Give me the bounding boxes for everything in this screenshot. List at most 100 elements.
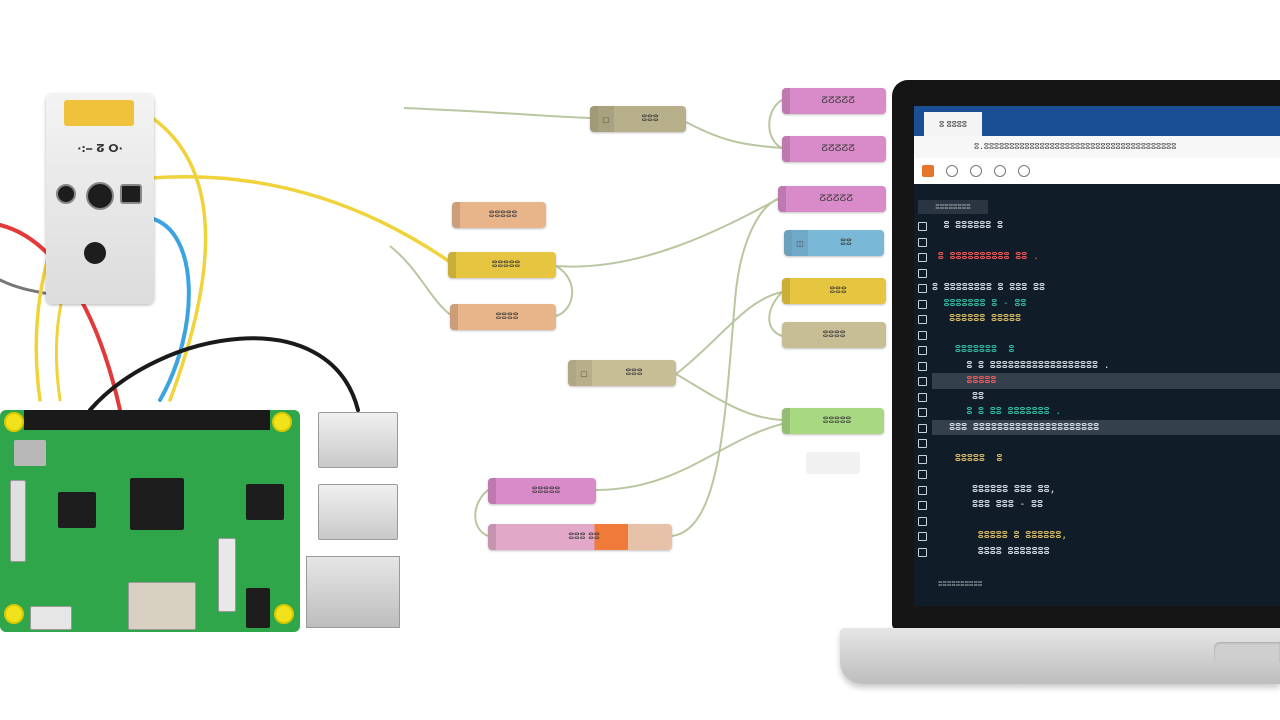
reload-icon[interactable] xyxy=(994,165,1006,177)
raspberry-pi-board xyxy=(0,410,300,632)
address-bar[interactable]: ⵓ.ⵓⵓⵓⵓⵓⵓⵓⵓⵓⵓⵓⵓⵓⵓⵓⵓⵓⵓⵓⵓⵓⵓⵓⵓⵓⵓⵓⵓⵓⵓⵓⵓⵓⵓⵓⵓⵓⵓ xyxy=(914,136,1280,158)
gutter-marker xyxy=(918,423,927,433)
gutter-marker xyxy=(918,268,927,278)
gutter-marker xyxy=(918,408,927,417)
code-line: ⵓⵓⵓⵓⵓⵓⵓ ⵓ xyxy=(932,344,1015,355)
flow-link xyxy=(555,265,574,317)
gutter-marker xyxy=(918,547,927,557)
code-line xyxy=(932,513,1280,529)
sensor-element xyxy=(84,242,106,264)
mount-hole xyxy=(272,412,292,432)
node-label: ⵒⵒⵒⵒⵒ xyxy=(821,144,855,154)
node-port xyxy=(448,252,456,278)
node-label: ⵓⵓⵓⵓⵓ xyxy=(488,210,518,220)
forward-icon[interactable] xyxy=(970,165,982,177)
code-line: ⵓⵓⵓⵓⵓ ⵓ xyxy=(932,452,1003,464)
gutter-marker xyxy=(918,516,927,526)
mount-hole xyxy=(4,412,24,432)
audio-jack xyxy=(246,588,270,628)
sensor-label: ·:ⵧ ⵒ ⵔ· xyxy=(77,142,123,155)
code-line: ⵓⵓⵓⵓⵓⵓ ⵓⵓⵓⵓⵓ xyxy=(932,313,1022,324)
home-icon[interactable] xyxy=(1018,165,1030,177)
editor-status-bar: ⵓⵓⵓⵓⵓⵓⵓⵓⵓⵓ xyxy=(938,580,983,588)
hdmi-port xyxy=(128,582,196,630)
code-line: ⵓⵓ xyxy=(932,390,985,402)
flow-node-top-input[interactable]: ▢ ⵓⵓⵓ xyxy=(590,106,686,132)
flow-node-pink-orange[interactable]: ⵓⵓⵓ ⵓⵓ xyxy=(488,524,672,550)
node-label: ⵒⵒⵒⵒⵒ xyxy=(821,96,855,106)
gutter-marker xyxy=(918,485,927,495)
flow-link xyxy=(768,291,783,337)
flow-node-pink-1[interactable]: ⵒⵒⵒⵒⵒ xyxy=(782,88,886,114)
code-line: ⵓ ⵓ ⵓⵓ ⵓⵓⵓⵓⵓⵓⵓ . xyxy=(932,406,1062,417)
node-label: ⵓⵓⵓⵓⵓ xyxy=(491,260,521,270)
sensor-connector xyxy=(56,184,76,204)
flow-node-mid[interactable]: ▢ ⵓⵓⵓ xyxy=(568,360,676,386)
code-editor[interactable]: ⵓ ⵓⵓⵓⵓⵓⵓ ⵓ ⵓ ⵓⵓⵓⵓⵓⵓⵓⵓⵓⵓ ⵓⵓ .ⵓ ⵓⵓⵓⵓⵓⵓⵓⵓ ⵓ… xyxy=(932,218,1280,559)
node-icon: ◫ xyxy=(792,230,808,256)
flow-link xyxy=(403,107,591,119)
gutter-marker xyxy=(918,299,927,309)
sensor-connector xyxy=(120,184,142,204)
power-connector xyxy=(10,480,26,562)
node-port xyxy=(590,106,598,132)
code-line: ⵓⵓⵓⵓⵓ xyxy=(932,373,1280,389)
gutter-marker xyxy=(918,470,927,479)
node-port xyxy=(452,202,460,228)
code-line: ⵓ ⵓⵓⵓⵓⵓⵓ ⵓ xyxy=(932,220,1003,231)
node-port xyxy=(568,360,576,386)
laptop-screen: ⵓ ⵓⵓⵓⵓ ⵓ.ⵓⵓⵓⵓⵓⵓⵓⵓⵓⵓⵓⵓⵓⵓⵓⵓⵓⵓⵓⵓⵓⵓⵓⵓⵓⵓⵓⵓⵓⵓⵓ… xyxy=(914,106,1280,606)
flow-link xyxy=(671,197,781,537)
yellow-wire-2 xyxy=(148,174,452,264)
memory-chip xyxy=(58,492,96,528)
browser-toolbar xyxy=(914,158,1280,184)
flow-link xyxy=(474,489,489,537)
app-icon[interactable] xyxy=(922,165,934,177)
code-line: ⵓⵓⵓⵓⵓⵓ ⵓⵓⵓ ⵓⵓ, xyxy=(932,483,1056,495)
gutter-marker xyxy=(918,284,927,293)
flow-link xyxy=(768,99,783,149)
ethernet-port xyxy=(306,556,400,628)
code-line: ⵓ ⵓ ⵓⵓⵓⵓⵓⵓⵓⵓⵓⵓⵓⵓⵓⵓⵓⵓⵓⵓ . xyxy=(932,359,1110,371)
flow-links xyxy=(389,99,783,537)
gutter-marker xyxy=(918,501,927,510)
flow-link xyxy=(685,121,783,149)
flow-node-pink-2[interactable]: ⵒⵒⵒⵒⵒ xyxy=(782,136,886,162)
flow-node-orange-2[interactable]: ⵓⵓⵓⵓ xyxy=(450,304,556,330)
editor-gutter xyxy=(914,218,930,588)
flow-node-orange[interactable]: ⵓⵓⵓⵓⵓ xyxy=(452,202,546,228)
node-port xyxy=(784,230,792,256)
display-connector xyxy=(14,440,46,466)
code-line xyxy=(932,234,1280,250)
editor-tab[interactable]: ⵓⵓⵓⵓⵓⵓⵓⵓ xyxy=(918,200,988,214)
node-label: ⵓⵓⵓ xyxy=(829,286,847,296)
usb-controller-chip xyxy=(246,484,284,520)
flow-node-pink-3[interactable]: ⵒⵒⵒⵒⵒ xyxy=(778,186,886,212)
node-label: ⵓⵓ xyxy=(840,238,852,248)
flow-node-green[interactable]: ⵓⵓⵓⵓⵓ xyxy=(782,408,884,434)
code-line xyxy=(932,327,1280,343)
gutter-marker xyxy=(918,330,927,340)
laptop-trackpad-notch xyxy=(1214,642,1280,662)
flow-node-yellow-right[interactable]: ⵓⵓⵓ xyxy=(782,278,886,304)
browser-tab[interactable]: ⵓ ⵓⵓⵓⵓ xyxy=(924,112,982,136)
node-port xyxy=(782,408,790,434)
yellow-wire-1 xyxy=(138,108,208,402)
code-line: ⵓⵓⵓⵓⵓⵓⵓ ⵓ - ⵓⵓ xyxy=(932,297,1027,309)
gutter-marker xyxy=(918,439,927,448)
node-label: ⵓⵓⵓⵓⵓ xyxy=(822,416,852,426)
back-icon[interactable] xyxy=(946,165,958,177)
node-label: ⵓⵓⵓⵓ xyxy=(822,330,846,340)
flow-node-khaki-right[interactable]: ⵓⵓⵓⵓ xyxy=(782,322,886,348)
gutter-marker xyxy=(918,361,927,371)
node-port xyxy=(782,88,790,114)
flow-node-blue[interactable]: ◫ ⵓⵓ xyxy=(784,230,884,256)
gpio-header xyxy=(24,410,270,430)
micro-usb-port xyxy=(30,606,72,630)
code-line: ⵓⵓⵓ ⵓⵓⵓ - ⵓⵓ xyxy=(932,499,1044,510)
flow-node-pink-bottom[interactable]: ⵓⵓⵓⵓⵓ xyxy=(488,478,596,504)
flow-node-yellow-center[interactable]: ⵓⵓⵓⵓⵓ xyxy=(448,252,556,278)
gutter-marker xyxy=(918,315,927,324)
node-label: ⵓⵓⵓⵓⵓ xyxy=(531,486,561,496)
gutter-marker xyxy=(918,222,927,231)
